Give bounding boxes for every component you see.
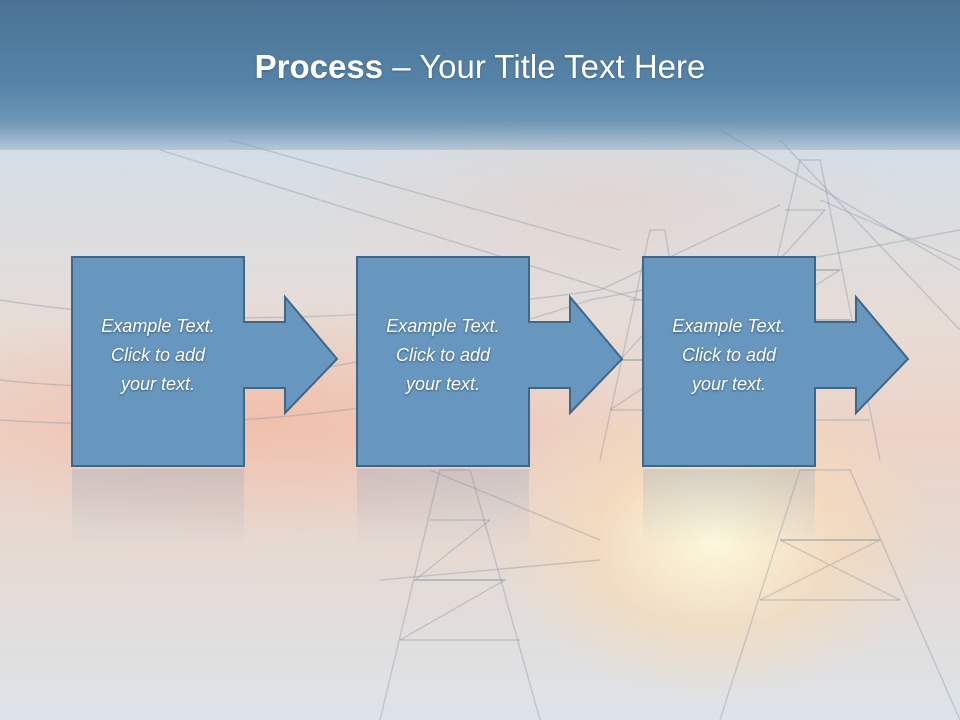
step-arrow-shape: [642, 256, 910, 467]
step-1-reflection: [72, 469, 244, 547]
title-rest-text: – Your Title Text Here: [383, 48, 706, 85]
process-step-1[interactable]: Example Text. Click to add your text.: [71, 256, 342, 467]
process-step-2[interactable]: Example Text. Click to add your text.: [356, 256, 627, 467]
step-3-reflection: [643, 469, 815, 547]
step-text[interactable]: Example Text. Click to add your text.: [672, 316, 786, 394]
slide-title[interactable]: Process – Your Title Text Here: [0, 48, 960, 86]
step-arrow-shape: [356, 256, 624, 467]
step-arrow-shape: [71, 256, 339, 467]
step-text[interactable]: Example Text. Click to add your text.: [101, 316, 215, 394]
step-text[interactable]: Example Text. Click to add your text.: [386, 316, 500, 394]
title-bar: [0, 0, 960, 150]
process-step-3[interactable]: Example Text. Click to add your text.: [642, 256, 913, 467]
step-2-reflection: [357, 469, 529, 547]
title-bold-text: Process: [254, 48, 384, 85]
